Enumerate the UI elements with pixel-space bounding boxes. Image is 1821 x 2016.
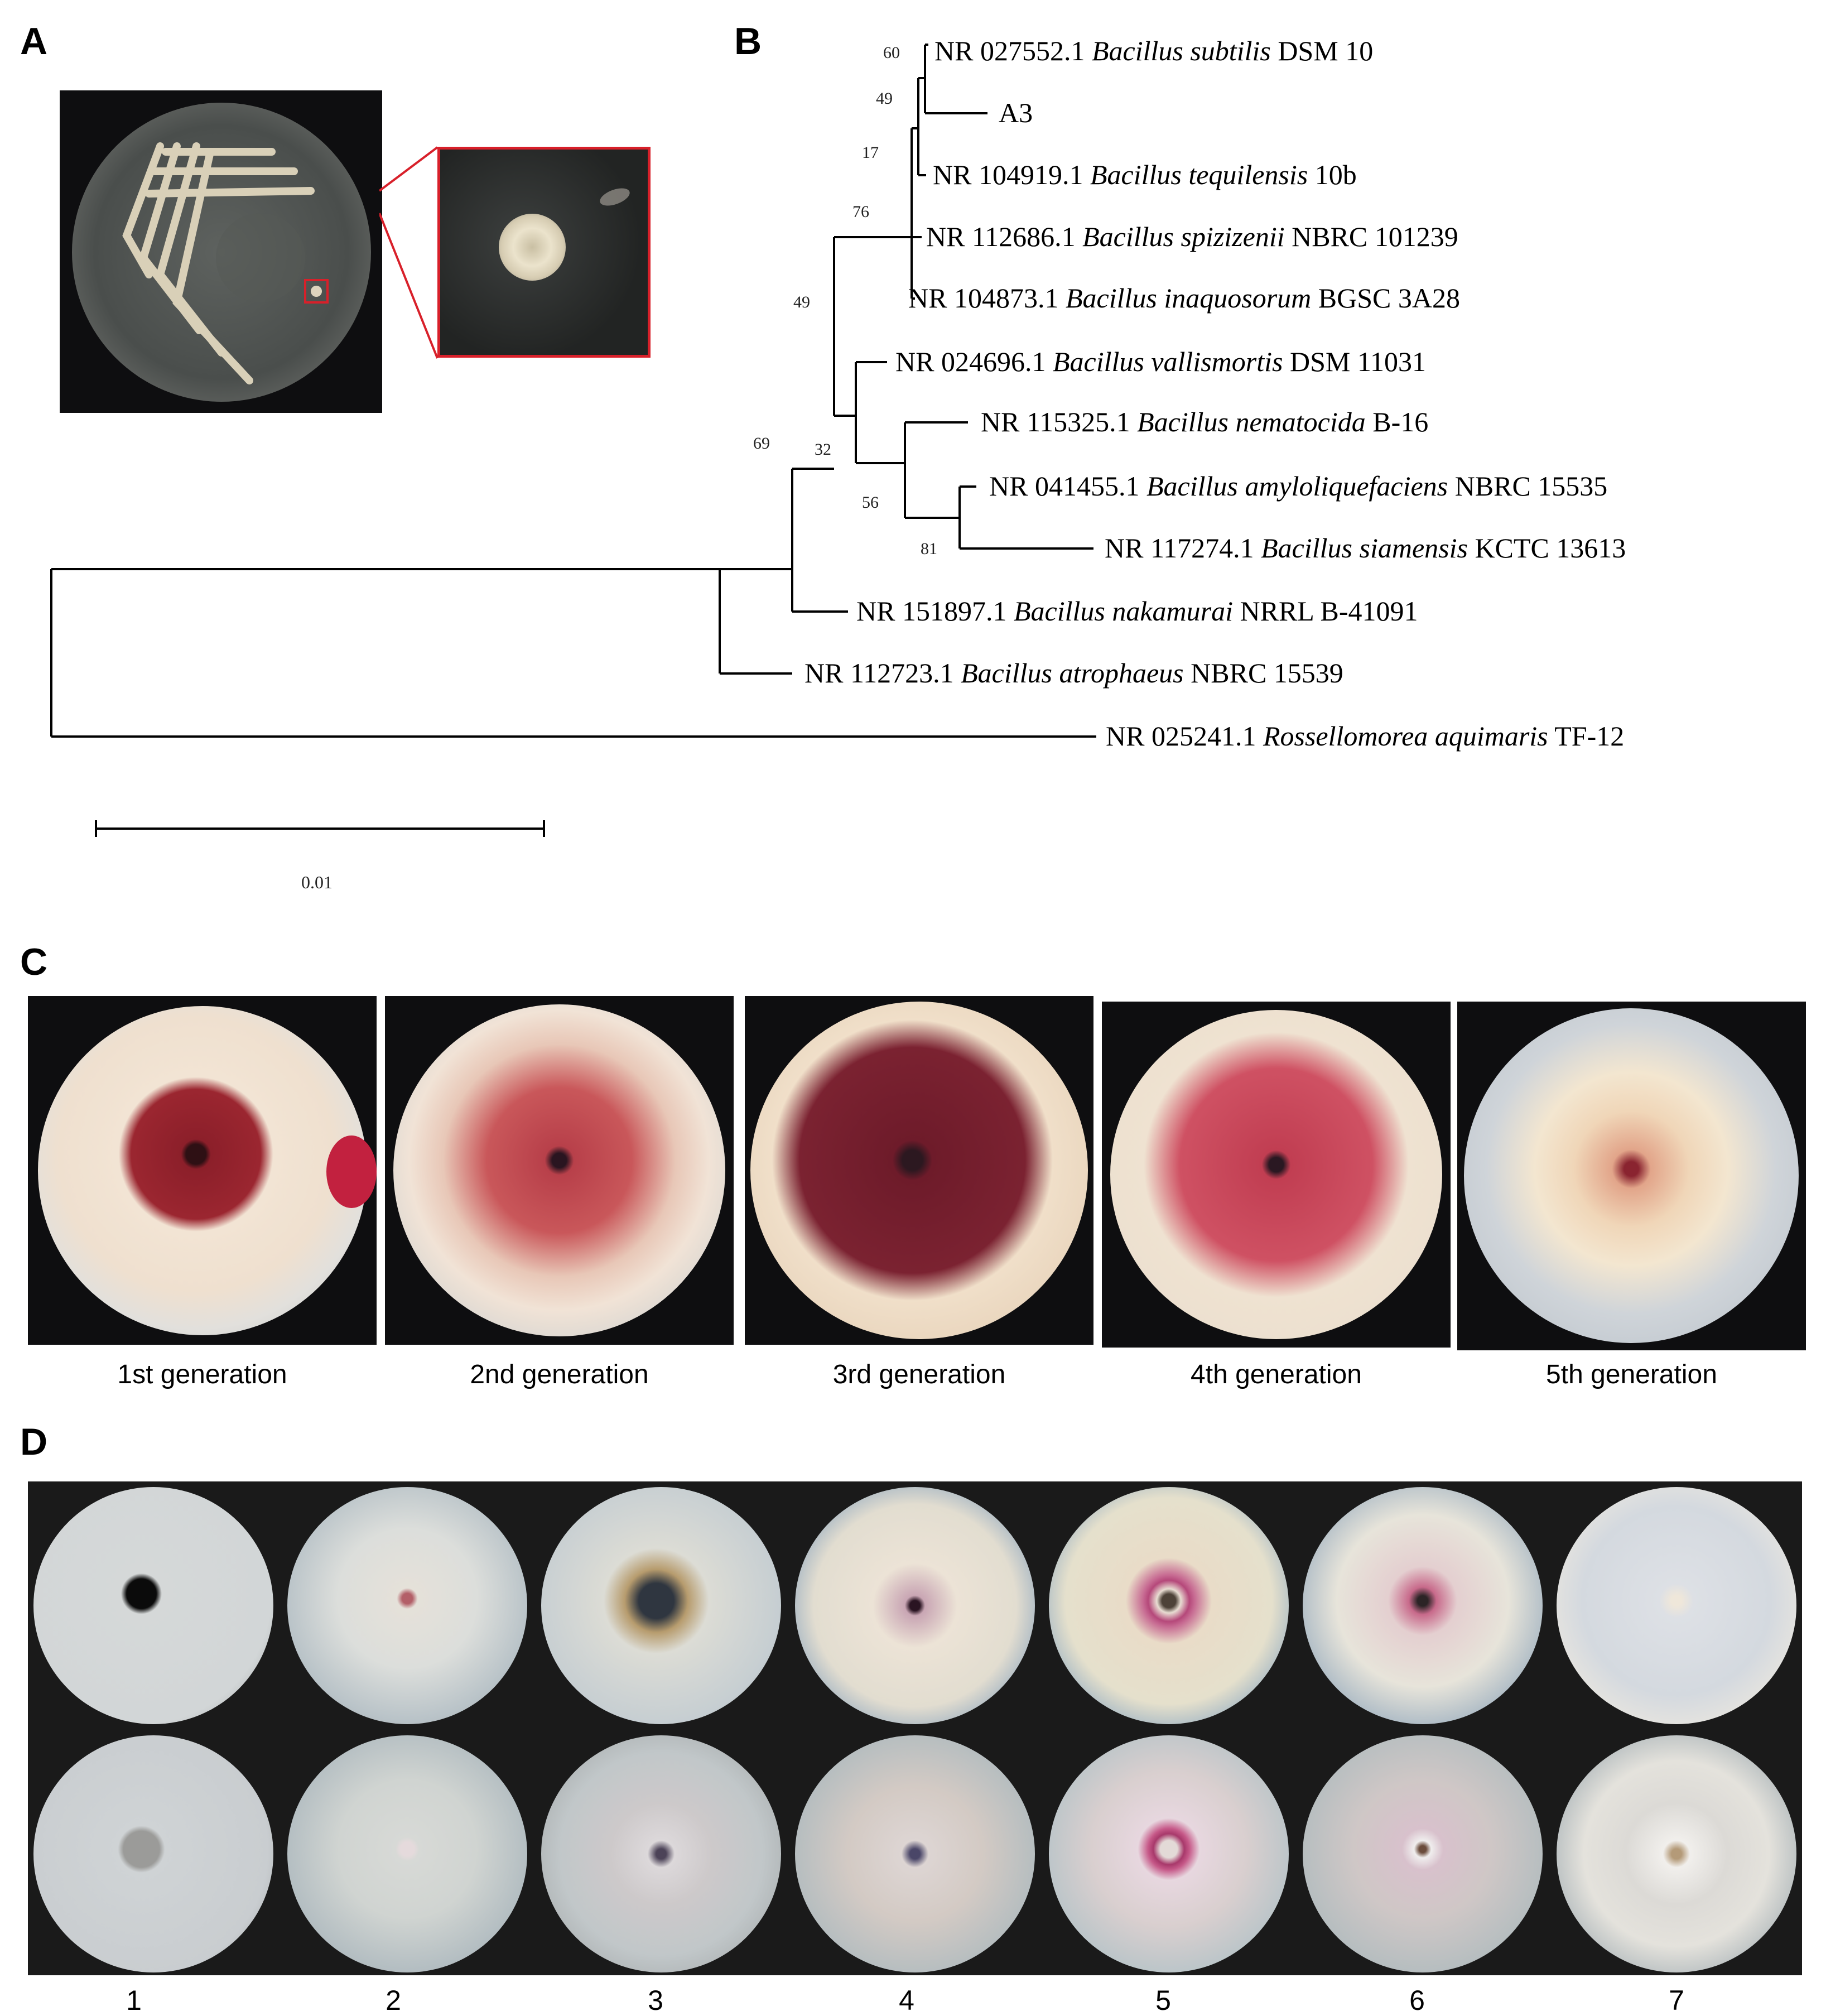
bootstrap-49a: 49 (876, 89, 893, 108)
plate-4-bottom (795, 1735, 1035, 1972)
column-label-3: 3 (648, 1985, 663, 2016)
taxon-label: NR 117274.1 Bacillus siamensis KCTC 1361… (1105, 532, 1626, 564)
taxon-label: NR 041455.1 Bacillus amyloliquefaciens N… (989, 470, 1607, 502)
plate-6-bottom (1303, 1735, 1543, 1972)
bootstrap-17: 17 (862, 143, 879, 162)
taxon-label: NR 027552.1 Bacillus subtilis DSM 10 (934, 35, 1373, 66)
phylogenetic-tree: 60 49 17 76 49 32 56 81 69 NR 027552.1 B… (50, 35, 1626, 892)
bootstrap-values: 60 49 17 76 49 32 56 81 69 (753, 44, 937, 558)
panel-label-b: B (734, 20, 762, 62)
bootstrap-32: 32 (815, 440, 831, 459)
plate-1-bottom (33, 1735, 273, 1972)
bootstrap-49b: 49 (793, 293, 810, 311)
bootstrap-56: 56 (862, 493, 879, 512)
plate-6-top (1303, 1487, 1543, 1724)
plate-5-top (1049, 1487, 1289, 1724)
bootstrap-81: 81 (921, 540, 937, 558)
red-spot (326, 1135, 377, 1208)
petri-dish (750, 1002, 1088, 1339)
caption-generation-5: 5th generation (1546, 1360, 1717, 1389)
petri-dish (393, 1004, 725, 1336)
single-colony (499, 214, 566, 281)
taxon-labels: NR 027552.1 Bacillus subtilis DSM 10 A3 … (804, 35, 1626, 752)
column-label-4: 4 (899, 1985, 914, 2016)
taxon-label: NR 104919.1 Bacillus tequilensis 10b (933, 159, 1357, 190)
generation-5-photo (1457, 1002, 1806, 1350)
column-label-1: 1 (126, 1985, 142, 2016)
panel-label-a: A (20, 20, 48, 62)
plate-7-bottom (1557, 1735, 1796, 1972)
taxon-label: NR 112723.1 Bacillus atrophaeus NBRC 155… (804, 657, 1343, 689)
bootstrap-69: 69 (753, 434, 770, 453)
generation-1-photo (28, 996, 377, 1345)
plate-2-bottom (287, 1735, 527, 1972)
caption-generation-1: 1st generation (117, 1360, 287, 1389)
generation-3-photo (745, 996, 1093, 1345)
caption-generation-2: 2nd generation (470, 1360, 649, 1389)
plate-3-top (541, 1487, 781, 1724)
caption-generation-4: 4th generation (1191, 1360, 1362, 1389)
plate-1-top (33, 1487, 273, 1724)
generation-2-photo (385, 996, 734, 1345)
panel-label-d: D (20, 1421, 48, 1463)
taxon-label: NR 115325.1 Bacillus nematocida B-16 (981, 406, 1428, 437)
petri-dish (38, 1006, 367, 1335)
colony-zoom-inset (437, 147, 651, 358)
taxon-label: NR 025241.1 Rossellomorea aquimaris TF-1… (1106, 720, 1624, 752)
streak-plate-photo (60, 90, 382, 413)
petri-dish (1464, 1008, 1799, 1343)
column-label-5: 5 (1155, 1985, 1171, 2016)
plate-2-top (287, 1487, 527, 1724)
tree-branches (50, 44, 1096, 837)
inset-connector-lines (379, 146, 439, 359)
plate-7-top (1557, 1487, 1796, 1724)
streak-lines (122, 142, 329, 384)
plate-3-bottom (541, 1735, 781, 1972)
plate-grid (28, 1481, 1802, 1975)
petri-dish (1110, 1010, 1442, 1339)
caption-generation-3: 3rd generation (832, 1360, 1006, 1389)
column-label-2: 2 (386, 1985, 401, 2016)
taxon-label: NR 104873.1 Bacillus inaquosorum BGSC 3A… (908, 282, 1460, 314)
column-label-7: 7 (1669, 1985, 1684, 2016)
scale-bar-label: 0.01 (301, 872, 333, 892)
plate-4-top (795, 1487, 1035, 1724)
generation-4-photo (1102, 1002, 1451, 1348)
plate-5-bottom (1049, 1735, 1289, 1972)
taxon-label: NR 112686.1 Bacillus spizizenii NBRC 101… (926, 221, 1458, 252)
taxon-label: NR 151897.1 Bacillus nakamurai NRRL B-41… (856, 595, 1418, 627)
taxon-label-a3: A3 (999, 97, 1033, 128)
panel-label-c: C (20, 941, 48, 983)
taxon-label: NR 024696.1 Bacillus vallismortis DSM 11… (895, 346, 1426, 377)
bootstrap-76: 76 (852, 203, 869, 221)
bootstrap-60: 60 (883, 44, 900, 62)
column-label-6: 6 (1409, 1985, 1425, 2016)
